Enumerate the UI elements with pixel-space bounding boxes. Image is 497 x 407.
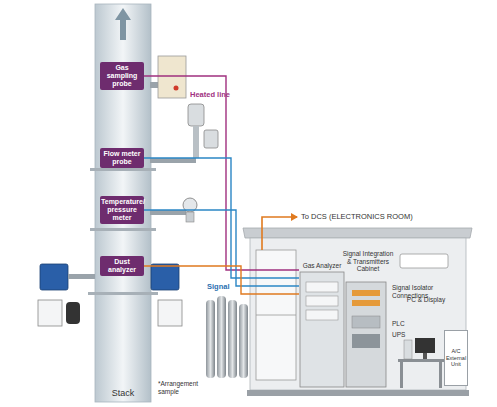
ac-external-unit: A/C External Unit (444, 330, 468, 386)
gas-bottle (228, 300, 237, 378)
instrument-tag: Temperature/ pressure meter (100, 196, 144, 224)
stack-column: Stack Gas sampling probeFlow meter probeT… (95, 6, 151, 400)
analyzer-module (306, 296, 338, 306)
desk-top (398, 359, 444, 362)
signal-cabinet: Signal Integration & Transmitters Cabine… (342, 250, 394, 388)
temp-transmitter (186, 212, 194, 222)
platform (90, 168, 156, 171)
node-text: A/C External Unit (446, 348, 466, 368)
node-text: Gas sampling probe (101, 64, 143, 88)
stack-body (95, 4, 151, 402)
desk-leg (400, 362, 403, 388)
annotation-label: Signal Isolator Connections (392, 284, 438, 299)
flow-unit (204, 130, 218, 148)
node-text: Flow meter probe (101, 150, 143, 166)
analyzer-module (306, 282, 338, 292)
gas-analyzer-cabinet: Gas Analyzer (299, 262, 345, 388)
signal-line (144, 210, 299, 286)
panel-divider (256, 315, 296, 316)
desk-leg (439, 362, 442, 388)
annotation-label: *Arrangement sample (158, 380, 204, 395)
line-label: Signal (207, 282, 230, 291)
plc-rack (352, 316, 380, 328)
node-text: Dust analyzer (101, 258, 143, 274)
dust-analyzer-right (151, 264, 179, 290)
isolator-row (352, 300, 380, 306)
node-text: Stack (112, 388, 135, 398)
dust-pipe (68, 274, 95, 279)
isolator-row (352, 290, 380, 296)
signal-line (144, 158, 299, 278)
flow-stem (193, 126, 199, 158)
annotation-label: To DCS (ELECTRONICS ROOM) (301, 213, 413, 221)
dcs-arrow (262, 217, 297, 250)
ups-unit (352, 334, 380, 348)
dust-control-unit (38, 300, 62, 326)
node-text: Temperature/ pressure meter (101, 198, 143, 222)
platform (88, 292, 158, 295)
dust-control-unit (158, 300, 182, 326)
signal-line (144, 266, 299, 294)
line-label: Heated line (190, 90, 230, 99)
monitor-stand (423, 353, 427, 359)
platform (90, 228, 156, 231)
gas-bottle (206, 300, 215, 378)
signal-cabinet (346, 282, 386, 387)
computer (404, 340, 412, 359)
instrument-tag: Dust analyzer (100, 256, 144, 276)
blower (66, 302, 80, 324)
flow-transmitter (188, 104, 204, 126)
ac-indoor-unit (400, 254, 448, 268)
shelter-body (250, 238, 466, 390)
instrument-tag: Flow meter probe (100, 148, 144, 168)
annotation-label: PLC (392, 320, 405, 328)
dust-analyzer-left (40, 264, 68, 290)
analyzer-cabinet (300, 272, 344, 387)
node-text: Gas Analyzer (299, 262, 345, 270)
monitor (415, 338, 435, 353)
instrument-tag: Gas sampling probe (100, 62, 144, 90)
annotation-label: UPS (392, 331, 405, 339)
probe-box (158, 56, 186, 98)
node-text: Signal Integration & Transmitters Cabine… (342, 250, 394, 273)
gas-bottle (239, 304, 248, 378)
signal-line (144, 76, 299, 270)
analyzer-module (306, 310, 338, 320)
gas-bottle (217, 296, 226, 378)
shelter-roof (243, 228, 472, 238)
pc-desk: PC & Display (404, 296, 448, 390)
flow-arrow (115, 8, 131, 40)
shelter-base (247, 390, 469, 396)
status-lamp (174, 86, 179, 91)
flow-pipe (150, 158, 196, 163)
temp-pipe (150, 210, 186, 215)
